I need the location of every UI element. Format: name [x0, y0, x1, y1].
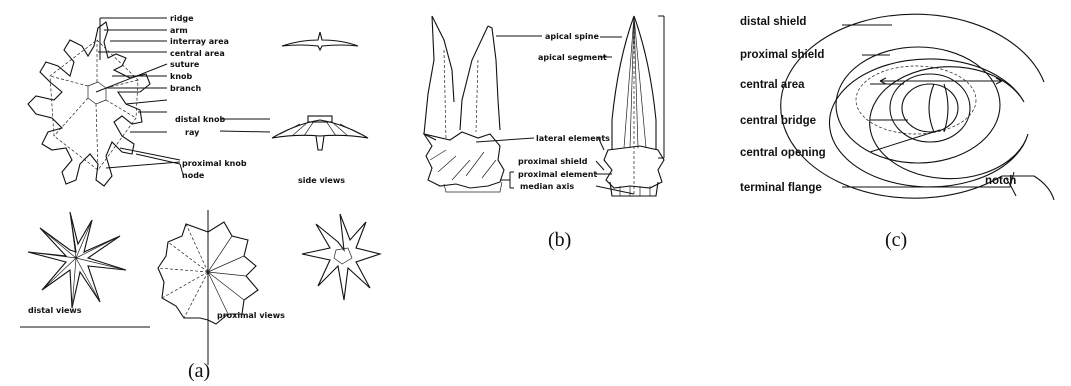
label-proximal-shield: proximal shield — [518, 157, 588, 166]
panel-b: apical spine apical segment lateral elem… — [424, 16, 664, 251]
panel-a: ridge arm interray area central area sut… — [20, 14, 380, 382]
caption-c: (c) — [885, 229, 907, 251]
panel-c: distal shield proximal shield central ar… — [740, 14, 1054, 251]
placolith-drawing — [781, 14, 1054, 200]
side-view-drawing-bottom — [272, 116, 368, 150]
panel-a-labels: ridge arm interray area central area sut… — [170, 14, 247, 180]
holococcolith-left-drawing — [424, 16, 504, 192]
label-ray: ray — [185, 128, 200, 137]
label-central-area: central area — [170, 49, 225, 58]
label-ridge: ridge — [170, 14, 194, 23]
label-distal-shield: distal shield — [740, 16, 806, 28]
label-interray-area: interray area — [170, 37, 229, 46]
label-branch: branch — [170, 84, 202, 93]
proximal-view-rosette-drawing — [158, 210, 258, 365]
label-central-bridge: central bridge — [740, 115, 816, 127]
label-proximal-element: proximal element — [518, 170, 597, 179]
holococcolith-right-drawing — [604, 16, 664, 196]
side-views-label: side views — [298, 176, 345, 185]
caption-a: (a) — [188, 360, 210, 382]
label-terminal-flange: terminal flange — [740, 182, 822, 194]
discoaster-top-view-drawing — [28, 22, 150, 186]
proximal-view-star-drawing — [302, 214, 380, 300]
label-lateral-elements: lateral elements — [536, 134, 610, 143]
label-notch: notch — [985, 175, 1016, 187]
label-proximal-shield-c: proximal shield — [740, 49, 824, 61]
distal-view-drawing — [28, 212, 126, 308]
label-proximal-knob: proximal knob — [182, 159, 247, 168]
label-central-area-c: central area — [740, 79, 805, 91]
label-apical-spine: apical spine — [545, 32, 599, 41]
side-view-drawing-top — [282, 32, 358, 50]
label-suture: suture — [170, 60, 200, 69]
label-median-axis: median axis — [520, 182, 574, 191]
caption-b: (b) — [548, 229, 571, 251]
label-knob: knob — [170, 72, 193, 81]
label-node: node — [182, 171, 205, 180]
proximal-views-label: proximal views — [217, 311, 285, 320]
label-arm: arm — [170, 26, 188, 35]
label-apical-segment: apical segment — [538, 53, 607, 62]
distal-views-label: distal views — [28, 306, 82, 315]
label-distal-knob: distal knob — [175, 115, 225, 124]
label-central-opening: central opening — [740, 147, 826, 159]
